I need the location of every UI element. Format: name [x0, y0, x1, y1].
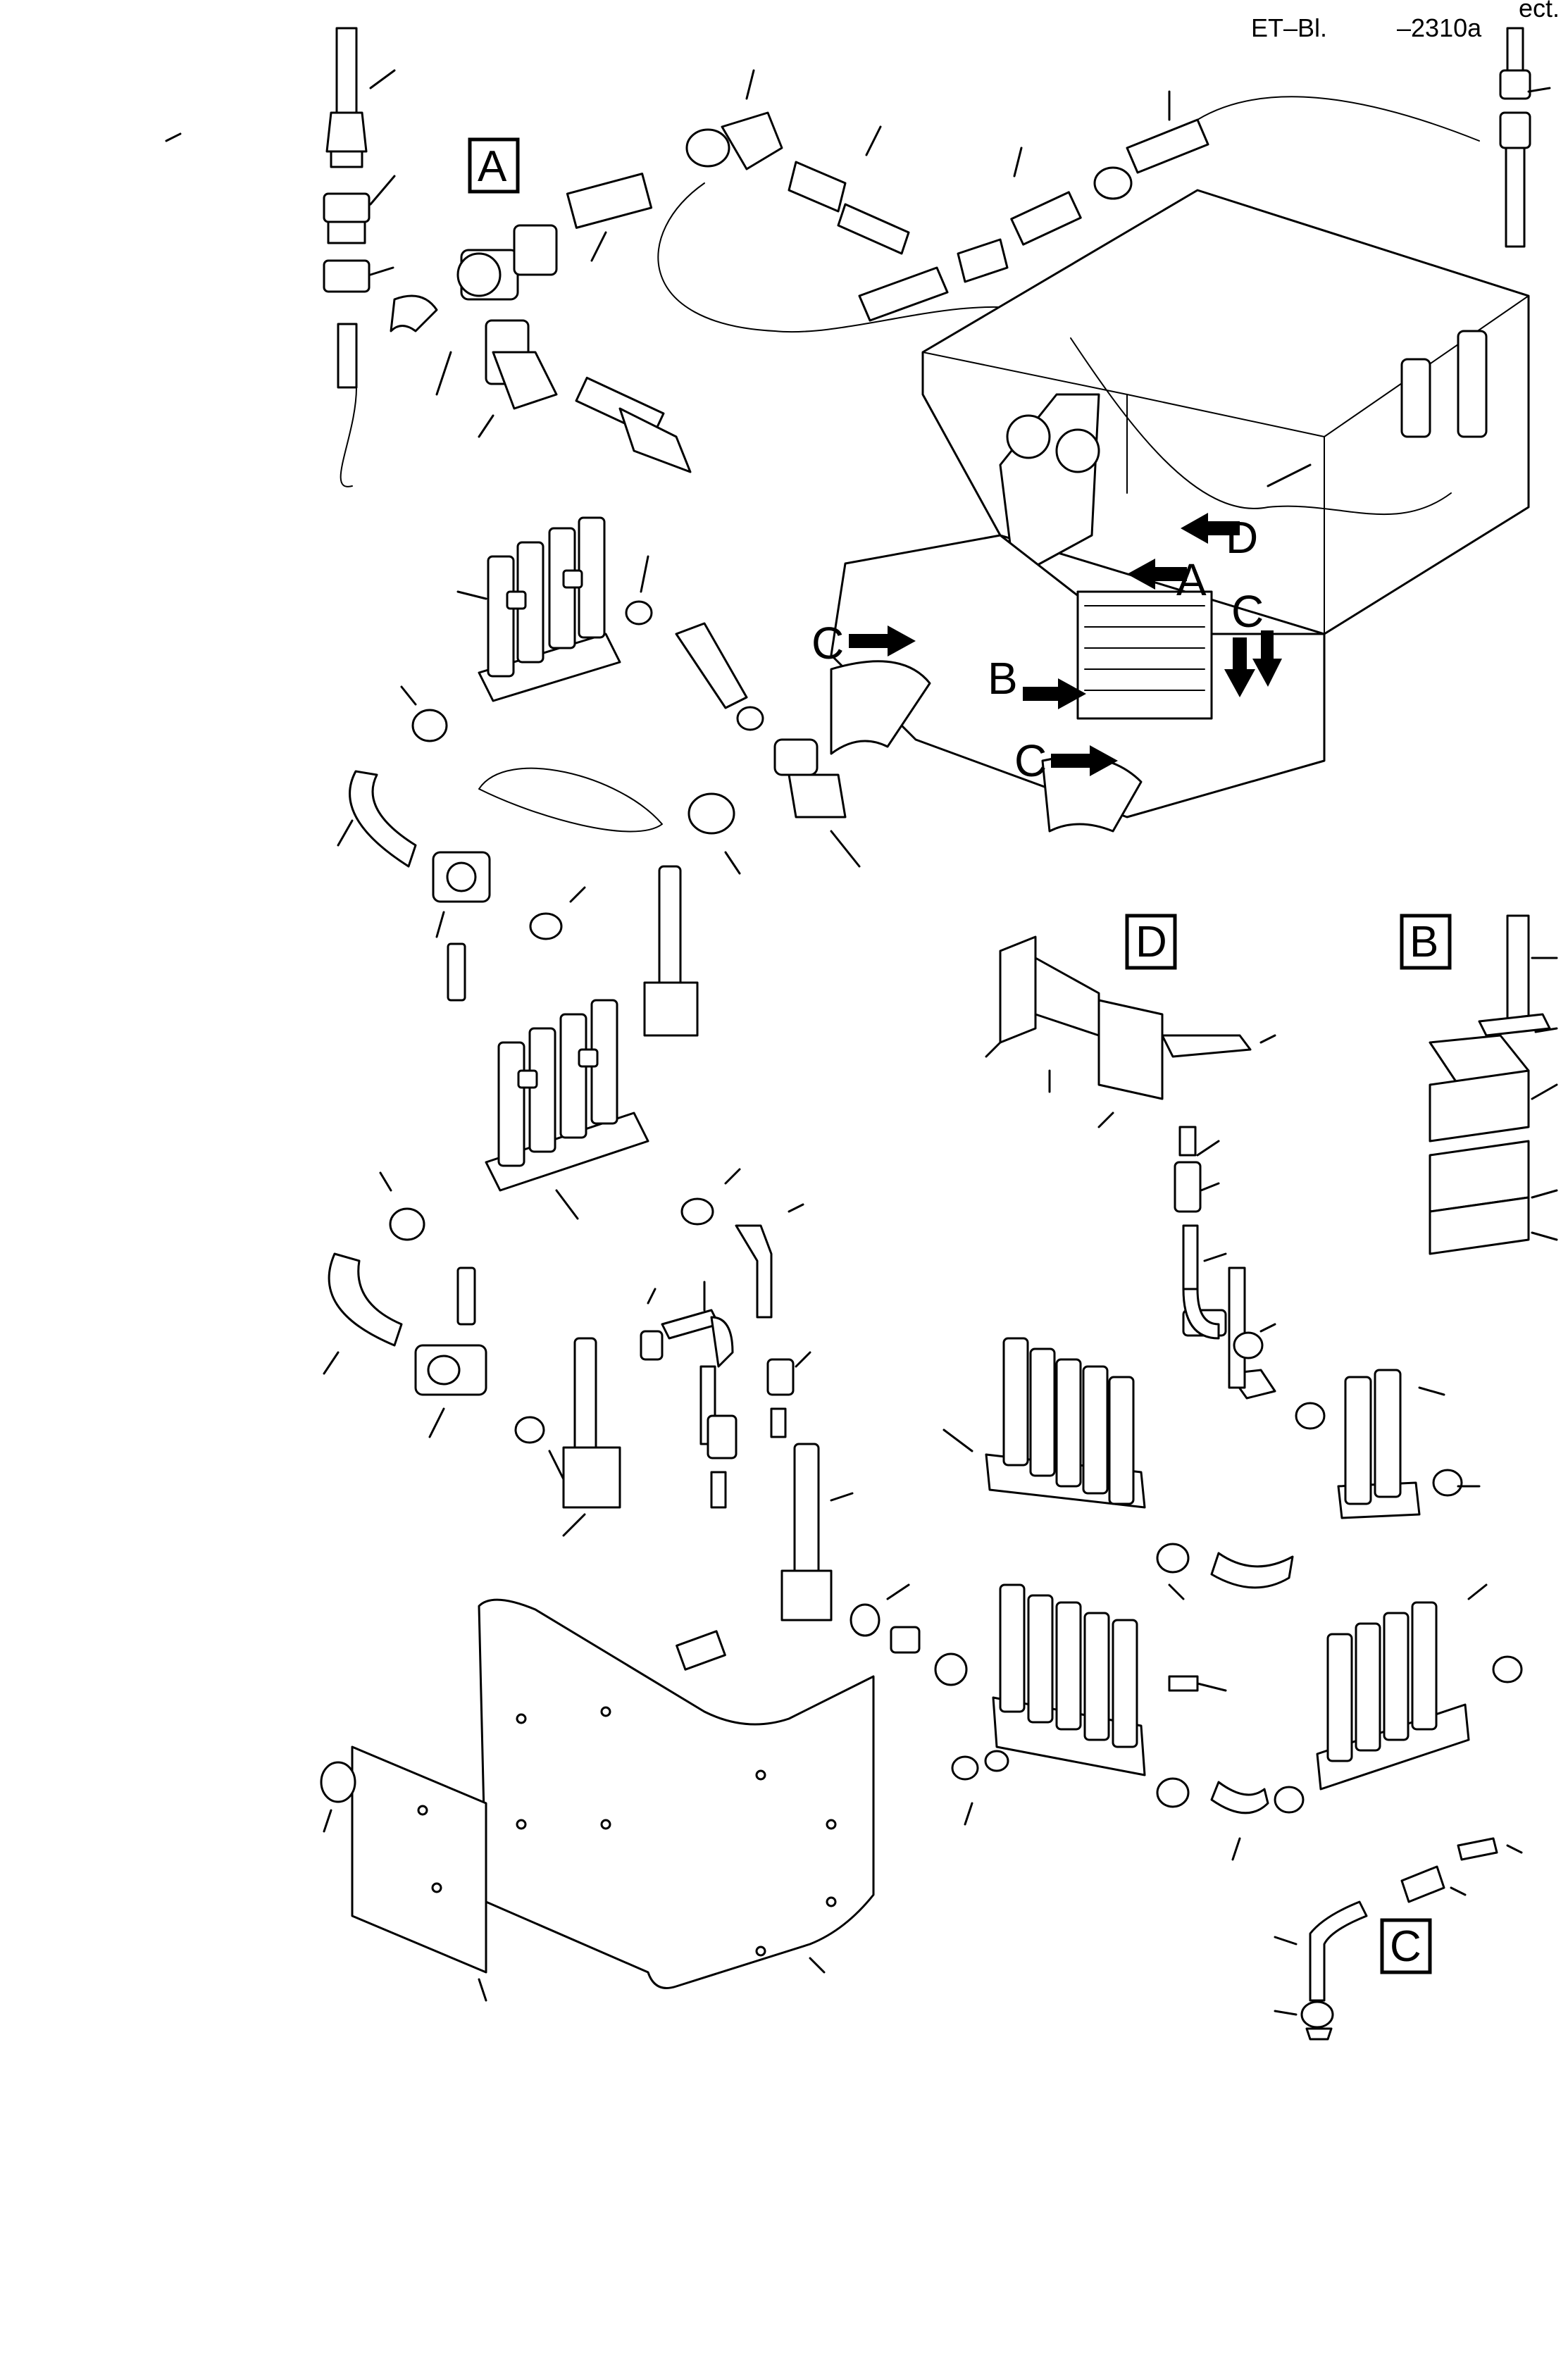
view-arrow-c-left-label: C: [811, 618, 844, 668]
clamp-d-assembly: [985, 935, 1276, 1128]
view-arrow-c-right: C: [1224, 586, 1282, 697]
view-arrow-c-left: C: [811, 618, 916, 668]
view-arrow-c-right-label: C: [1231, 586, 1264, 637]
guard-plate-assembly: [320, 1598, 875, 2002]
view-arrow-c-lower: C: [1014, 735, 1118, 786]
top-right-fitting: [1499, 27, 1551, 248]
upper-right-pipe-fittings: [1174, 1126, 1276, 1359]
doc-reference: ET–Bl.: [1251, 13, 1327, 42]
detail-box-c: C: [1380, 1918, 1432, 1974]
detail-box-a: A: [468, 137, 520, 194]
top-left-hose-fittings: [165, 27, 396, 487]
clamp-b-assembly: [1429, 914, 1558, 1255]
view-arrow-a-label: A: [1176, 554, 1207, 605]
detail-box-b-label: B: [1410, 918, 1438, 966]
upper-distributor-block: [400, 516, 653, 742]
detail-box-a-label: A: [478, 142, 507, 191]
middle-hose-fittings: [478, 622, 861, 875]
view-arrow-b: B: [988, 653, 1086, 709]
detail-box-c-label: C: [1390, 1922, 1421, 1971]
bottom-distributor-block-1: [951, 1583, 1227, 1826]
view-arrow-d: D: [1181, 512, 1258, 563]
bottom-distributor-block-2: [1210, 1583, 1523, 1861]
view-arrow-d-label: D: [1226, 512, 1258, 563]
detail-box-b: B: [1400, 914, 1452, 970]
cross-fitting-group: [337, 770, 699, 1037]
right-distributor-block-1: [942, 1337, 1190, 1600]
detail-box-d-label: D: [1135, 918, 1167, 966]
middle-distributor-block: [379, 999, 741, 1241]
lower-center-pillar: [780, 1443, 968, 1686]
view-arrow-c-lower-label: C: [1014, 735, 1047, 786]
detail-box-d: D: [1125, 914, 1177, 970]
top-elbow-hoses: [657, 69, 1480, 333]
view-arrow-a: A: [1127, 554, 1207, 605]
machine-frame: [830, 189, 1530, 833]
view-arrow-b-label: B: [988, 653, 1018, 704]
detail-c-fittings: [1274, 1837, 1523, 2041]
right-distributor-block-2: [1182, 1266, 1481, 1589]
sheet-header: ET–Bl. –2310a ect.: [1251, 0, 1560, 42]
sheet-number: –2310a: [1397, 13, 1482, 42]
lower-left-fittings: [323, 1252, 621, 1537]
tee-fitting-assembly: [390, 173, 692, 473]
corner-note: ect.: [1519, 0, 1560, 23]
central-pipe-fittings: [640, 1203, 811, 1509]
